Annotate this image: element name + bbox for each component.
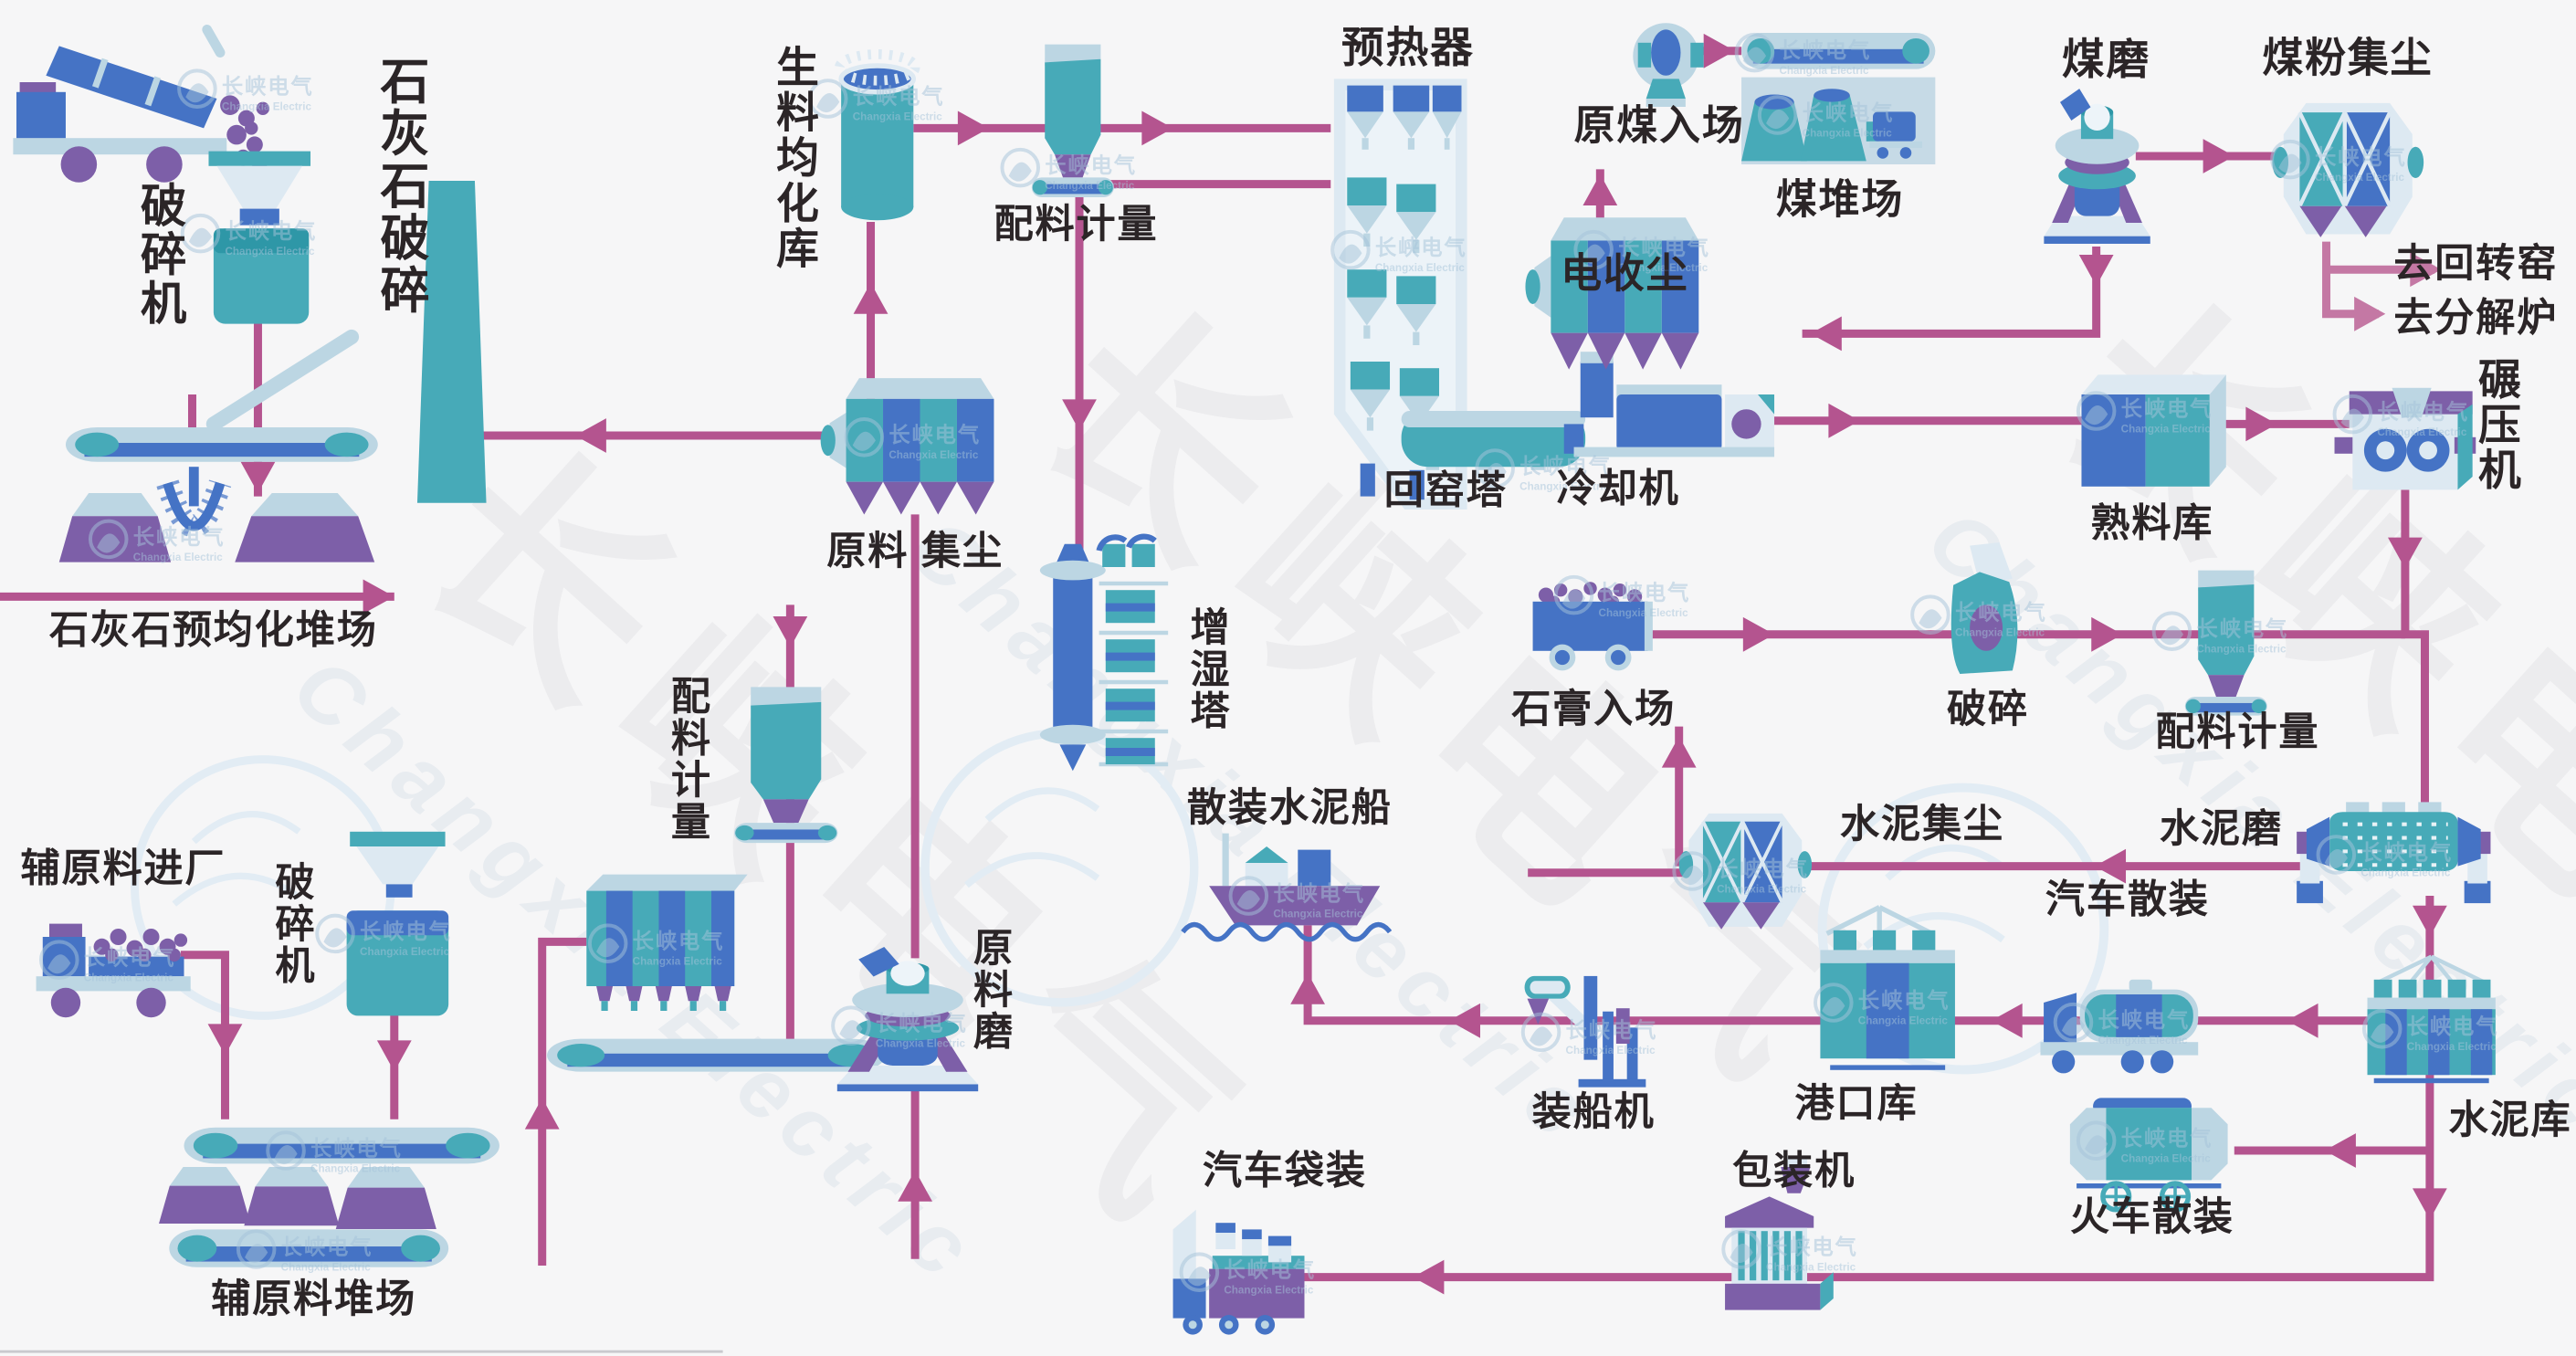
labels: 石灰石破碎 破碎机 石灰石预均化堆场 生料均化库 配料计量 预热器 原煤入场 煤…: [21, 24, 2572, 1321]
label-port-silo: 港口库: [1795, 1082, 1919, 1126]
label-crusher-2: 破碎机: [275, 861, 316, 989]
label-raw-meal-silo: 生料均化库: [776, 44, 821, 272]
label-gypsum-crushing: 破碎: [1947, 688, 2029, 731]
label-cooler: 冷却机: [1557, 468, 1680, 511]
label-limestone-yard: 石灰石预均化堆场: [49, 608, 378, 652]
label-crusher-1: 破碎机: [141, 180, 188, 330]
batching-conveyor-icon: [547, 1038, 886, 1072]
humidifier-tower-icon: [1039, 533, 1169, 772]
aux-stockyard-icon: [159, 1167, 436, 1230]
label-train-bulk: 火车散装: [2070, 1195, 2234, 1239]
label-aux-material-entry: 辅原料进厂: [21, 846, 226, 890]
label-coal-yard: 煤堆场: [1776, 175, 1904, 222]
preheater-icon: [1333, 79, 1467, 510]
label-coal-dust-collector: 煤粉集尘: [2262, 34, 2433, 80]
label-gypsum-entry: 石膏入场: [1511, 688, 1676, 731]
label-kiln-tower: 回窑塔: [1384, 468, 1508, 512]
label-to-rotary-kiln: 去回转窑: [2393, 242, 2558, 286]
cooler-icon: [1573, 352, 1775, 457]
label-truck-bag: 汽车袋装: [1203, 1150, 1367, 1193]
label-packing-machine: 包装机: [1732, 1150, 1856, 1193]
limestone-conveyor-icon: [65, 427, 378, 462]
label-esp: 电收尘: [1561, 249, 1688, 296]
label-truck-bulk: 汽车散装: [2045, 878, 2210, 922]
chute-icon: [205, 329, 360, 432]
label-roller-press: 碾压机: [2478, 356, 2523, 494]
label-cement-silo: 水泥库: [2449, 1098, 2572, 1142]
label-clinker-silo: 熟料库: [2090, 501, 2213, 545]
label-to-calciner: 去分解炉: [2393, 296, 2558, 340]
label-bulk-cement-ship: 散装水泥船: [1187, 786, 1393, 830]
raw-meal-silo-icon: [834, 49, 920, 221]
label-raw-mill: 原料磨: [973, 927, 1015, 1055]
label-raw-coal-entry: 原煤入场: [1574, 101, 1745, 148]
raw-coal-mill-icon: [1633, 23, 1704, 107]
label-cement-mill: 水泥磨: [2160, 807, 2283, 851]
page-edge-line: [0, 1350, 723, 1353]
label-cement-dust-collector: 水泥集尘: [1840, 803, 2004, 846]
label-limestone-crushing: 石灰石破碎: [380, 55, 431, 319]
label-aux-material-yard: 辅原料堆场: [211, 1277, 416, 1321]
label-ship-loader: 装船机: [1532, 1090, 1656, 1134]
label-humidifier-tower: 增湿塔: [1190, 606, 1231, 734]
label-raw-meal-dust: 原料 集尘: [826, 530, 1004, 573]
label-preheater: 预热器: [1341, 24, 1475, 71]
label-coal-mill: 煤磨: [2062, 36, 2150, 83]
label-batching-1: 配料计量: [994, 203, 1158, 247]
label-batching-2: 配料计量: [671, 676, 712, 845]
label-batching-3: 配料计量: [2155, 710, 2319, 754]
chimney-icon: [416, 181, 487, 503]
battery-funnels-icon: [596, 986, 731, 1011]
